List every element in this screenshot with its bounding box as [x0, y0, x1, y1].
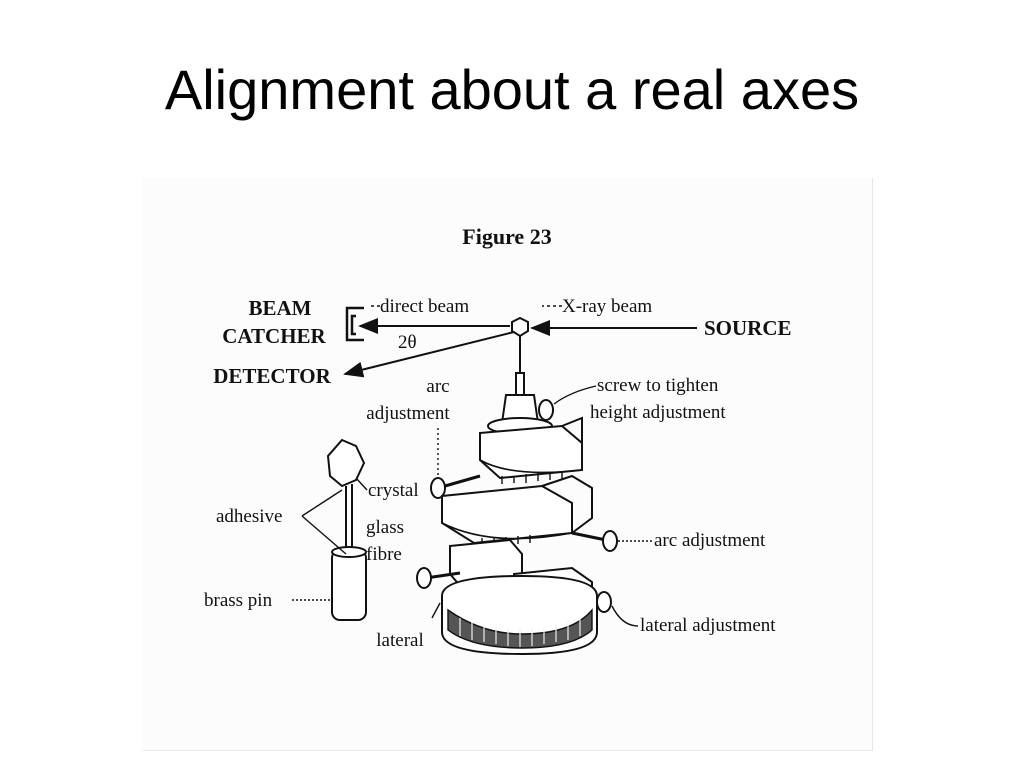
beam-catcher-bracket — [345, 306, 364, 342]
crystal-on-mount-icon — [511, 316, 529, 338]
beam-catcher-label-line2: CATCHER — [222, 324, 326, 348]
detector-label: DETECTOR — [213, 364, 331, 388]
upper-arc-block — [479, 424, 583, 480]
lateral-screw-right-icon — [596, 591, 612, 613]
screw-label-line2: height adjustment — [590, 402, 726, 423]
slide-title: Alignment about a real axes — [164, 58, 860, 121]
two-theta-label: 2θ — [398, 332, 417, 353]
crystal-label: crystal — [368, 480, 419, 501]
brass-pin-label: brass pin — [204, 590, 273, 611]
glass-label: glass — [366, 517, 404, 538]
right-arc-screw-icon — [602, 530, 618, 552]
fibre-label: fibre — [366, 544, 402, 565]
pin-stem — [515, 372, 525, 396]
lateral-label: lateral — [376, 630, 423, 651]
goniometer-figure: Figure 23 BEAM CATCHER DETECTOR direct b… — [142, 178, 873, 751]
arc-adjustment-top-label-line2: adjustment — [366, 403, 450, 424]
screw-leader — [553, 385, 597, 405]
adhesive-leader — [301, 489, 347, 555]
diffracted-beam-arrow — [343, 331, 515, 378]
goniometer-diagram: Figure 23 BEAM CATCHER DETECTOR direct b… — [204, 224, 792, 656]
lateral-adjustment-label: lateral adjustment — [640, 615, 776, 636]
arc-adjustment-top-label-line1: arc — [426, 376, 449, 397]
source-label: SOURCE — [704, 316, 792, 340]
adhesive-label: adhesive — [216, 506, 282, 527]
brass-pin-detail-icon — [331, 549, 367, 621]
screw-label-line1: screw to tighten — [597, 375, 719, 396]
arc-adjustment-screw-icon — [430, 477, 446, 499]
arc-adjustment-right-label: arc adjustment — [654, 530, 766, 551]
crystal-detail-icon — [326, 438, 366, 488]
middle-arc-block — [441, 484, 573, 545]
figure-caption: Figure 23 — [462, 224, 551, 249]
xray-beam-label: X-ray beam — [562, 296, 652, 317]
direct-beam-label: direct beam — [380, 296, 469, 317]
lateral-screw-left-icon — [416, 567, 432, 589]
beam-catcher-label-line1: BEAM — [249, 296, 312, 320]
height-screw-icon — [538, 399, 554, 421]
